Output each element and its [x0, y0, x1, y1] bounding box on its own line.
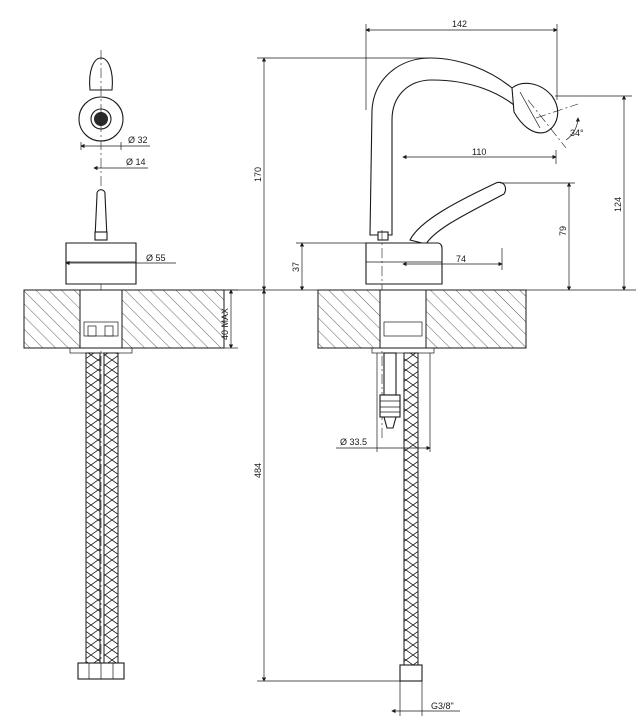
dim-79: 79: [558, 226, 568, 236]
dim-d14: Ø 14: [126, 157, 146, 167]
side-view: 170 142 110 34° 124 79 37 74 Ø 33.5: [253, 19, 632, 716]
dim-40max: 40 MAX: [220, 308, 230, 340]
front-view: Ø 32 Ø 14 Ø 55 40 MAX: [23, 50, 238, 680]
dim-37: 37: [291, 262, 301, 272]
dim-d33-5: Ø 33.5: [340, 437, 367, 447]
front-countertop: [23, 289, 225, 349]
dim-d55: Ø 55: [146, 253, 166, 263]
dim-d32: Ø 32: [128, 135, 148, 145]
side-body: [365, 242, 443, 285]
dim-110: 110: [472, 147, 486, 157]
side-tail: [383, 352, 397, 396]
side-hose: [403, 352, 419, 666]
dim-142: 142: [452, 19, 467, 29]
front-hose-right: [103, 352, 119, 664]
side-spout: [369, 57, 521, 236]
side-lever: [409, 181, 507, 245]
side-spout-head: [511, 82, 559, 134]
side-hose-nut: [399, 664, 423, 682]
dim-484: 484: [253, 463, 263, 478]
dim-170: 170: [253, 167, 263, 182]
front-handle: [94, 189, 108, 239]
front-body: [65, 242, 137, 285]
front-hose-left: [85, 352, 101, 664]
dim-74: 74: [456, 254, 466, 264]
dim-124: 124: [613, 197, 623, 212]
dim-g3-8: G3/8": [431, 701, 454, 711]
dim-34deg: 34°: [570, 128, 584, 138]
